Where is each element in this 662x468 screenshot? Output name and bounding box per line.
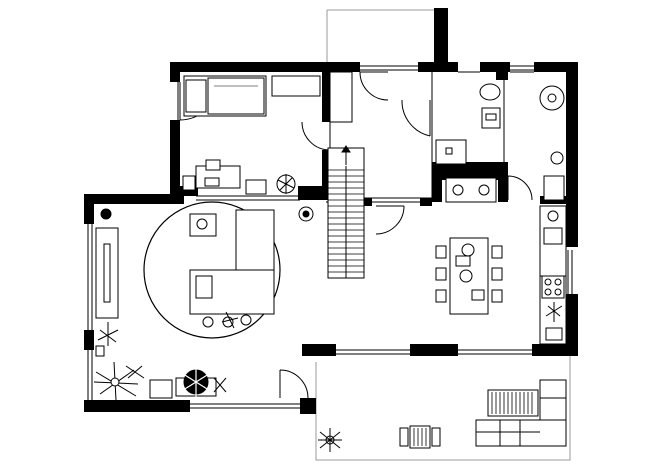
- stove-icon: [541, 275, 565, 299]
- tv-cabinet-icon: [95, 227, 119, 319]
- door-terrace: [279, 369, 309, 399]
- door-wc: [507, 175, 533, 201]
- outdoor-table-icon: [399, 425, 441, 449]
- round-rug: [143, 201, 281, 339]
- shower-icon: [435, 139, 467, 165]
- dining-table-icon: [435, 237, 503, 315]
- walls: [84, 8, 578, 414]
- kitchen-plant-icon: [545, 302, 563, 341]
- bathtub-icon: [539, 85, 565, 201]
- sofa-icon: [189, 209, 275, 315]
- large-plant-icon: [179, 366, 227, 398]
- staircase-icon: [327, 145, 365, 279]
- chair-icon: [245, 179, 267, 195]
- armchair-icon: [95, 322, 119, 357]
- door-hall-left: [359, 71, 389, 101]
- plant-icon: [276, 174, 296, 194]
- toilet-icon: [479, 83, 501, 129]
- hall-cabinet-icon: [329, 71, 353, 123]
- sink-icon: [445, 177, 497, 203]
- sun-lounger-icon: [487, 389, 539, 417]
- outdoor-sofa-icon: [475, 379, 567, 447]
- side-table-icon: [100, 206, 314, 237]
- door-kitchen: [375, 205, 405, 235]
- door-bedroom-hall: [301, 121, 331, 151]
- door-hall-bath: [401, 99, 431, 137]
- bed-icon: [183, 75, 267, 117]
- coffee-table-plants: [202, 311, 252, 329]
- plant-icon: [93, 361, 145, 401]
- desk-icon: [182, 159, 241, 191]
- kitchen-counter: [539, 205, 567, 345]
- terrace-plant-icon: [318, 428, 342, 452]
- wardrobe-icon: [271, 75, 321, 97]
